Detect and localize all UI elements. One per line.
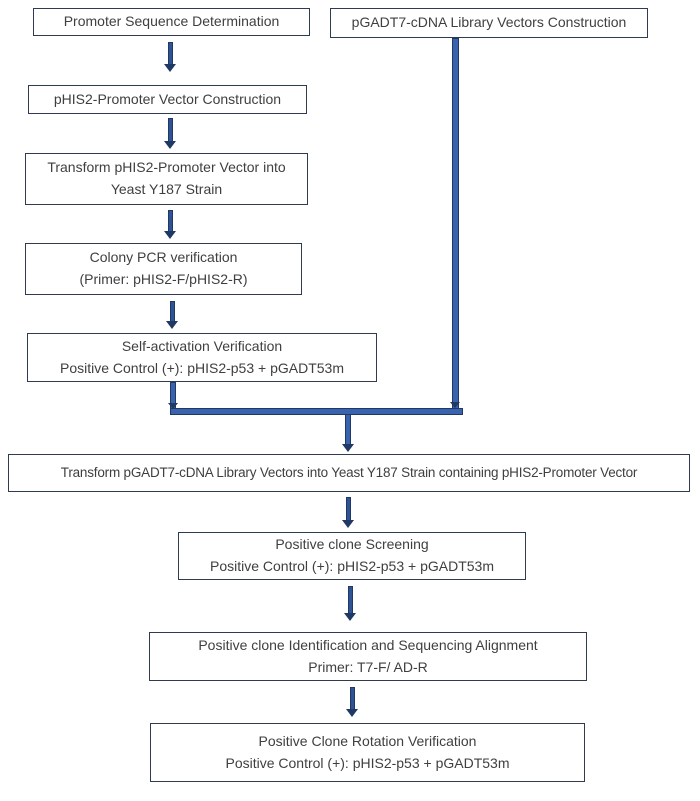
arrow-shaft xyxy=(348,586,353,614)
arrow-shaft xyxy=(350,687,355,710)
node-label: Colony PCR verification xyxy=(89,249,238,266)
node-transform-library-into-y187-with-phis2: Transform pGADT7-cDNA Library Vectors in… xyxy=(8,454,690,492)
arrow-down-icon xyxy=(164,231,176,239)
node-pgadt7-cdna-library-vectors-construction: pGADT7-cDNA Library Vectors Construction xyxy=(330,8,648,38)
connector-vertical-right xyxy=(452,38,459,410)
node-positive-clone-screening: Positive clone Screening Positive Contro… xyxy=(178,532,526,580)
arrow-shaft xyxy=(170,301,175,322)
arrow-down-icon xyxy=(450,402,460,408)
node-label: Positive Control (+): pHIS2-p53 + pGADT5… xyxy=(59,359,344,376)
node-label: Primer: T7-F/ AD-R xyxy=(308,658,428,675)
node-positive-clone-rotation-verification: Positive Clone Rotation Verification Pos… xyxy=(150,723,585,782)
node-label: Promoter Sequence Determination xyxy=(63,13,280,30)
arrow-down-icon xyxy=(168,403,178,409)
connector-merge-bar xyxy=(170,408,463,415)
arrow-shaft xyxy=(346,497,351,521)
node-label: Positive Control (+): pHIS2-p53 + pGADT5… xyxy=(225,754,510,771)
node-label: (Primer: pHIS2-F/pHIS2-R) xyxy=(79,271,248,287)
node-positive-clone-identification: Positive clone Identification and Sequen… xyxy=(149,632,587,681)
node-label: Positive clone Screening xyxy=(275,536,429,553)
arrow-down-icon xyxy=(344,613,356,621)
node-colony-pcr-verification: Colony PCR verification (Primer: pHIS2-F… xyxy=(25,243,302,295)
arrow-down-icon xyxy=(342,520,354,528)
node-label: Positive clone Identification and Sequen… xyxy=(198,636,538,653)
node-promoter-sequence-determination: Promoter Sequence Determination xyxy=(33,8,310,36)
node-self-activation-verification: Self-activation Verification Positive Co… xyxy=(27,333,377,382)
arrow-shaft xyxy=(168,42,173,65)
arrow-down-icon xyxy=(342,444,354,452)
node-label: Transform pGADT7-cDNA Library Vectors in… xyxy=(60,464,638,480)
arrow-shaft xyxy=(168,118,173,142)
arrow-down-icon xyxy=(166,321,178,329)
node-label: Transform pHIS2-Promoter Vector into xyxy=(47,159,286,176)
node-label: Self-activation Verification xyxy=(121,337,283,354)
node-label: pGADT7-cDNA Library Vectors Construction xyxy=(351,14,627,31)
node-label: pHIS2-Promoter Vector Construction xyxy=(53,90,282,107)
node-label: Positive Clone Rotation Verification xyxy=(258,732,477,749)
arrow-down-icon xyxy=(164,64,176,72)
arrow-down-icon xyxy=(164,141,176,149)
node-label: Yeast Y187 Strain xyxy=(110,181,223,197)
node-transform-phis2-into-y187: Transform pHIS2-Promoter Vector into Yea… xyxy=(25,153,308,205)
node-label: Positive Control (+): pHIS2-p53 + pGADT5… xyxy=(209,558,494,574)
arrow-down-icon xyxy=(346,709,358,717)
node-phis2-promoter-vector-construction: pHIS2-Promoter Vector Construction xyxy=(28,85,307,114)
arrow-shaft xyxy=(345,414,351,445)
arrow-shaft xyxy=(168,210,173,232)
